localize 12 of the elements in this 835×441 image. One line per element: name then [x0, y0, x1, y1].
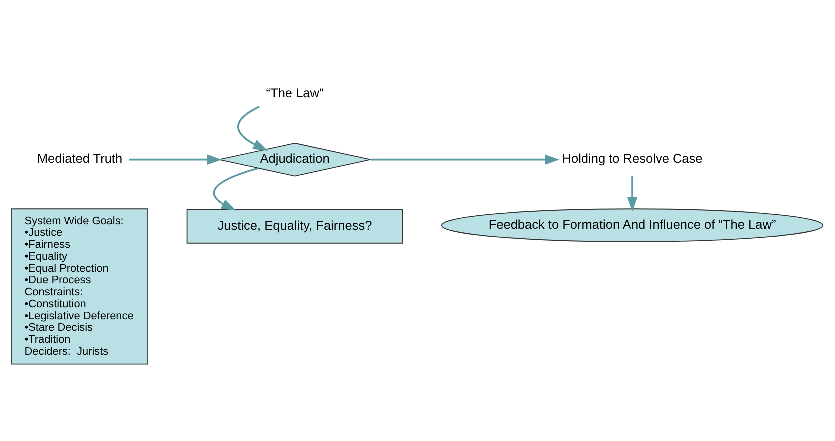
node-ellipse: Feedback to Formation And Influence of “The Law” — [441, 208, 824, 242]
node-box: System Wide Goals: •Justice •Fairness •Equality •Equal Protection •Due Process Constraints: •Constitution •Legislative Deference •Stare Decisis •Tradition Deciders: Jurists — [12, 208, 148, 364]
node-box: Justice, Equality, Fairness? — [186, 208, 404, 244]
arrow — [238, 105, 268, 150]
node-text: Holding to Resolve Case — [562, 150, 703, 166]
node-text: “The Law” — [266, 84, 324, 100]
arrow — [130, 154, 222, 164]
node-diamond: Adjudication — [218, 142, 372, 176]
node-text: Mediated Truth — [37, 150, 123, 166]
arrow — [370, 154, 560, 164]
arrow — [213, 167, 259, 210]
arrow — [627, 176, 638, 212]
